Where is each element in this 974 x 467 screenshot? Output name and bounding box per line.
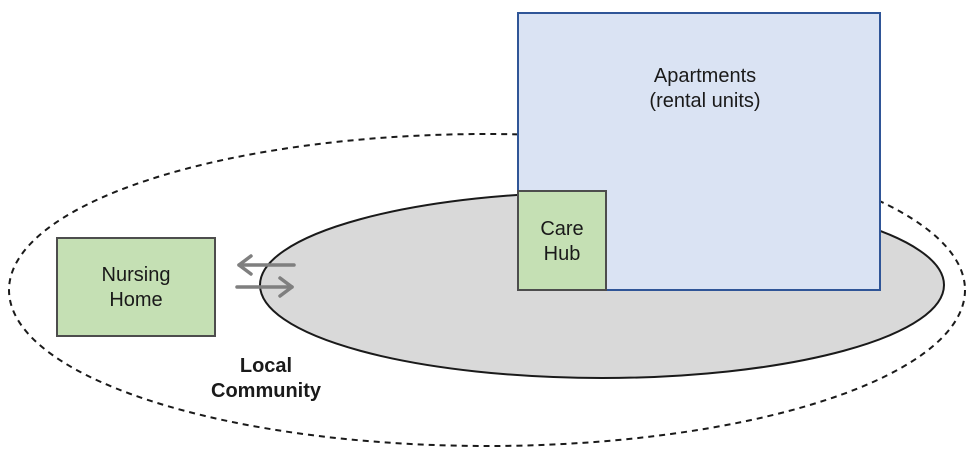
care-hub-label-line2: Hub xyxy=(544,243,581,265)
nursing-home-label-line1: Nursing xyxy=(102,264,171,286)
local-community-label-line1: Local xyxy=(240,355,292,377)
local-community-boundary xyxy=(8,133,966,447)
apartments-label-line1: Apartments xyxy=(654,65,756,87)
care-hub-box: Care Hub xyxy=(517,190,607,291)
care-hub-rect xyxy=(517,190,607,291)
bidirectional-arrow-icon xyxy=(235,254,296,298)
nursing-home-box: Nursing Home xyxy=(56,237,216,337)
nursing-home-rect xyxy=(56,237,216,337)
nursing-home-label-line2: Home xyxy=(109,289,162,311)
left-arrow-head xyxy=(237,254,253,276)
apartments-label-line2: (rental units) xyxy=(649,90,760,112)
local-community-label-line2: Community xyxy=(211,380,322,402)
right-arrow-head xyxy=(278,276,294,298)
care-hub-label-line1: Care xyxy=(540,218,583,240)
